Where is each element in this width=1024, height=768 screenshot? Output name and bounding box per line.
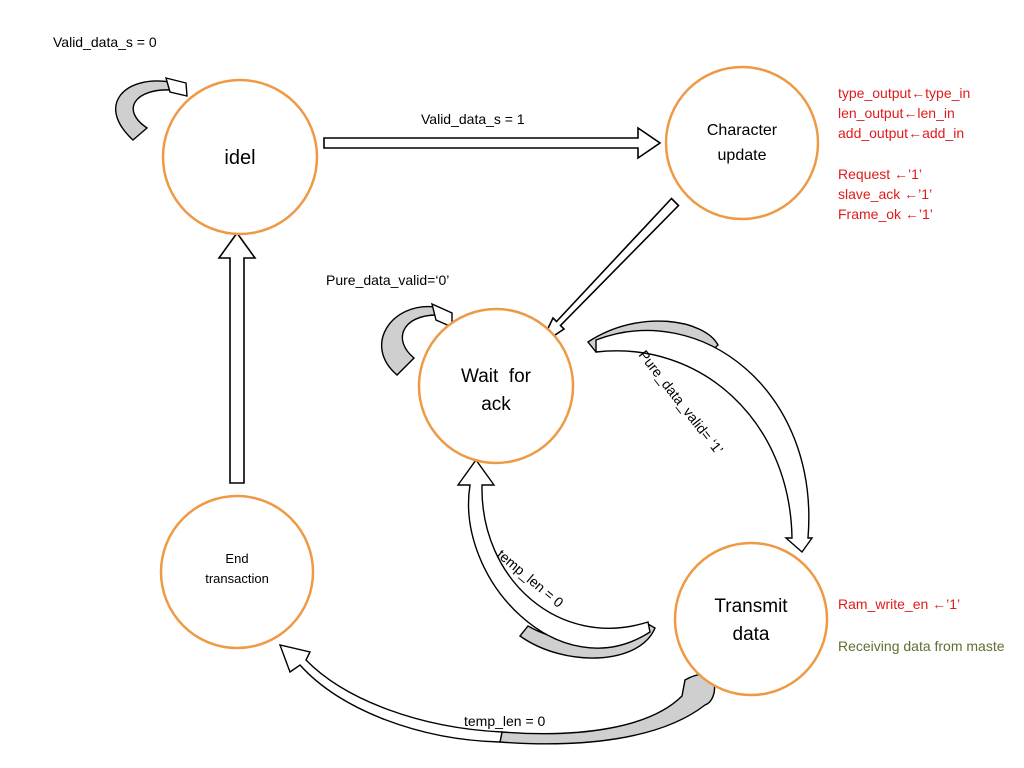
state-transmit-data-line2: data [733,624,770,645]
arc-wait-to-transmit-body [595,329,814,554]
arc-transmit-to-wait-body [456,458,651,649]
state-idle-label: idel [224,147,255,169]
arrow-idle-to-update [323,126,662,160]
state-wait-for-ack-line2: ack [481,394,511,415]
state-character-update: Character update [664,65,820,221]
comment-receiving-data: Receiving data from maste [838,638,1005,654]
state-character-update-line1: Character [707,122,778,139]
label-wait-self: Pure_data_valid=‘0’ [326,272,449,288]
action-type-output: type_output←type_in [838,85,970,101]
action-ram-write-en: Ram_write_en ←’1’ [838,596,960,612]
state-character-update-circle [664,65,820,221]
label-idle-self: Valid_data_s = 0 [53,34,157,50]
action-request: Request ←’1’ [838,166,922,182]
action-add-output: add_output←add_in [838,125,964,141]
arc-transmit-to-end-body [278,644,503,743]
state-character-update-line2: update [718,147,767,164]
state-transmit-data: Transmit data [673,541,829,697]
state-end-transaction: End transaction [159,494,315,650]
state-transmit-data-circle [673,541,829,697]
state-wait-for-ack-circle [417,307,575,465]
loop-idle-self-head [164,77,188,97]
state-end-transaction-line1: End [225,551,248,566]
state-idle: idel [161,78,319,236]
action-len-output: len_output←len_in [838,105,955,121]
state-idle-circle [161,78,319,236]
arrow-end-to-idle [217,231,257,484]
state-end-transaction-circle [159,494,315,650]
action-slave-ack: slave_ack ←’1’ [838,186,932,202]
character-update-actions: type_output←type_in len_output←len_in ad… [838,85,970,222]
state-end-transaction-line2: transaction [205,571,269,586]
state-wait-for-ack: Wait for ack [417,307,575,465]
loop-idle-self-band [115,80,173,141]
label-transmit-to-end: temp_len = 0 [464,713,546,729]
action-frame-ok: Frame_ok ←’1’ [838,206,933,222]
state-wait-for-ack-line1: Wait for [461,366,532,387]
arc-transmit-to-end-band [499,673,716,745]
label-idle-to-update: Valid_data_s = 1 [421,111,525,127]
state-transmit-data-line1: Transmit [714,596,788,617]
